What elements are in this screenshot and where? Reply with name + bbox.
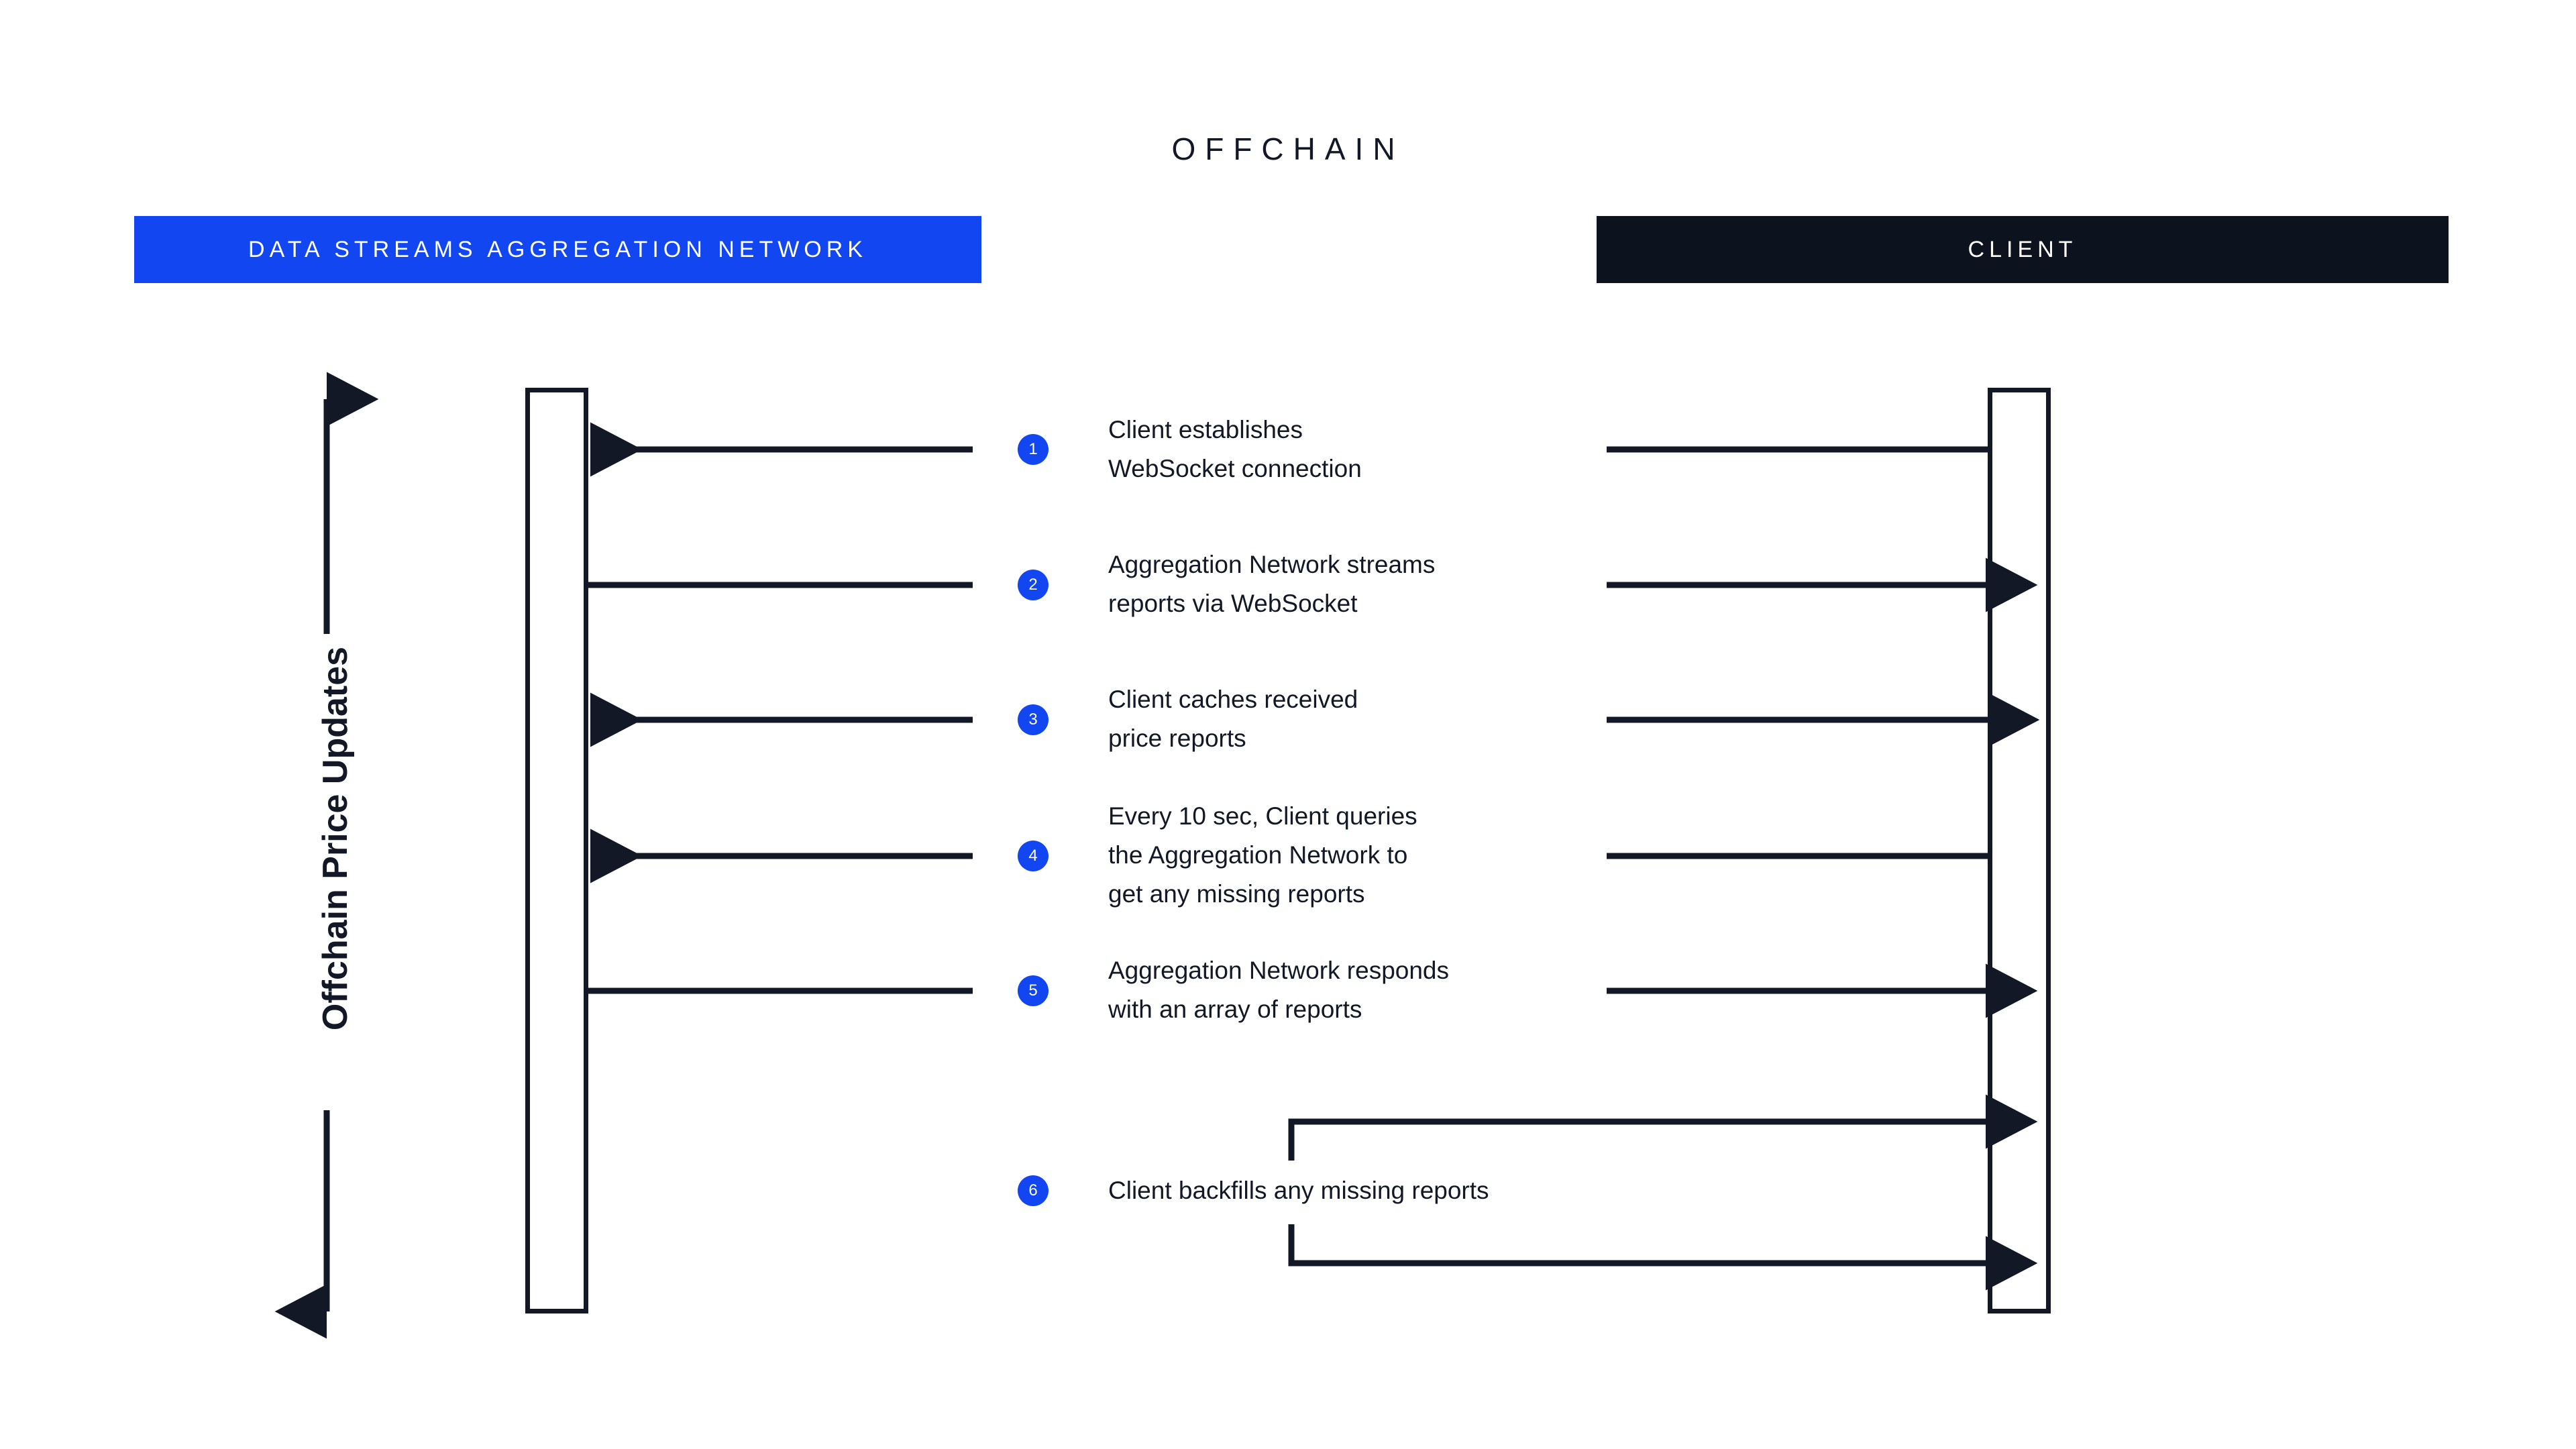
step-text-1: Client establishes WebSocket connection [1108, 416, 1362, 482]
lifeline-client [1988, 388, 2051, 1313]
offchain-price-updates-label: Offchain Price Updates [316, 646, 355, 1031]
offchain-price-updates-axis: Offchain Price Updates [268, 376, 402, 1322]
step-text-4: Every 10 sec, Client queries the Aggrega… [1108, 802, 1417, 908]
lane-header-aggregation-network: DATA STREAMS AGGREGATION NETWORK [134, 216, 981, 283]
step-badge-5[interactable]: 5 [1018, 975, 1049, 1006]
message-line-6-top [1288, 1094, 2038, 1161]
lane-header-client: CLIENT [1597, 216, 2449, 283]
lane-header-aggregation-network-label: DATA STREAMS AGGREGATION NETWORK [248, 236, 867, 262]
step-badge-3[interactable]: 3 [1018, 704, 1049, 735]
lane-header-client-label: CLIENT [1968, 236, 2078, 262]
step-badge-6[interactable]: 6 [1018, 1175, 1049, 1206]
page-title: OFFCHAIN [1171, 131, 1405, 166]
step-text-6: Client backfills any missing reports [1108, 1177, 1489, 1204]
step-text-5: Aggregation Network responds with an arr… [1108, 957, 1450, 1023]
step-badge-1[interactable]: 1 [1018, 434, 1049, 465]
step-text-2: Aggregation Network streams reports via … [1108, 551, 1436, 617]
step-badge-4[interactable]: 4 [1018, 841, 1049, 871]
step-text-3: Client caches received price reports [1108, 686, 1358, 752]
message-line-6-bottom [1288, 1224, 2038, 1291]
lifeline-aggregation-network [525, 388, 588, 1313]
step-badge-2[interactable]: 2 [1018, 570, 1049, 600]
